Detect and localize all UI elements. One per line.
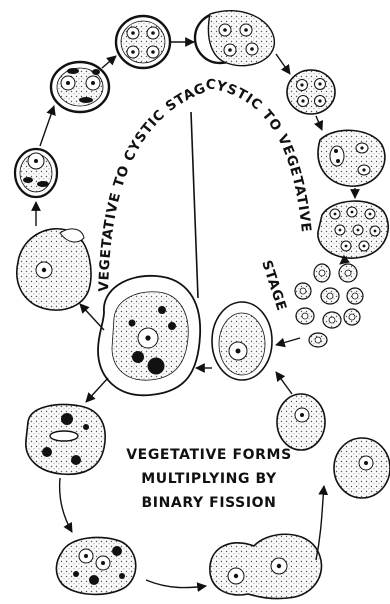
metacystic-dividing bbox=[318, 130, 385, 186]
metacystic-trophozoites bbox=[295, 264, 363, 347]
right-arc-stage-label: STAGE bbox=[258, 258, 289, 313]
cyst-binucleate bbox=[51, 62, 109, 112]
trophozoite-with-rbc bbox=[26, 405, 105, 475]
arrow-large-to-precystic bbox=[80, 304, 104, 330]
arrow-cyst-to-binucleate bbox=[40, 106, 54, 146]
trophozoite-dividing-nucleus bbox=[56, 537, 135, 594]
trophozoite-splitting bbox=[210, 534, 322, 598]
divider-line bbox=[191, 112, 198, 298]
metacystic-amoeba bbox=[287, 70, 335, 114]
cyst-early bbox=[15, 149, 57, 197]
metacystic-eight-nuclei bbox=[318, 201, 388, 258]
arrow-excyst-to-metacyst bbox=[276, 54, 290, 74]
arrow-large-to-rbc bbox=[86, 378, 108, 402]
precystic-amoeba bbox=[17, 229, 91, 310]
arrow-eight-to-small bbox=[340, 260, 345, 264]
cyst-quadrinucleate bbox=[116, 16, 170, 68]
caption-line-3: BINARY FISSION bbox=[120, 492, 298, 514]
daughter-trophozoite-left bbox=[277, 394, 325, 450]
daughter-trophozoite-right bbox=[334, 438, 390, 498]
large-trophozoite bbox=[98, 276, 200, 395]
arrow-daughter-left-to-young bbox=[276, 372, 292, 394]
arrow-small-to-young bbox=[276, 338, 300, 345]
young-trophozoite bbox=[212, 302, 272, 380]
arrow-dividing-to-splitting bbox=[146, 580, 206, 588]
excysting-amoeba bbox=[195, 11, 274, 66]
caption-line-2: MULTIPLYING BY bbox=[120, 468, 298, 490]
arrow-metacyst-to-dividing bbox=[316, 116, 322, 130]
caption-line-1: VEGETATIVE FORMS bbox=[120, 444, 298, 466]
arrow-binucleate-to-quad bbox=[102, 56, 116, 68]
arrow-rbc-to-dividing bbox=[60, 478, 72, 532]
